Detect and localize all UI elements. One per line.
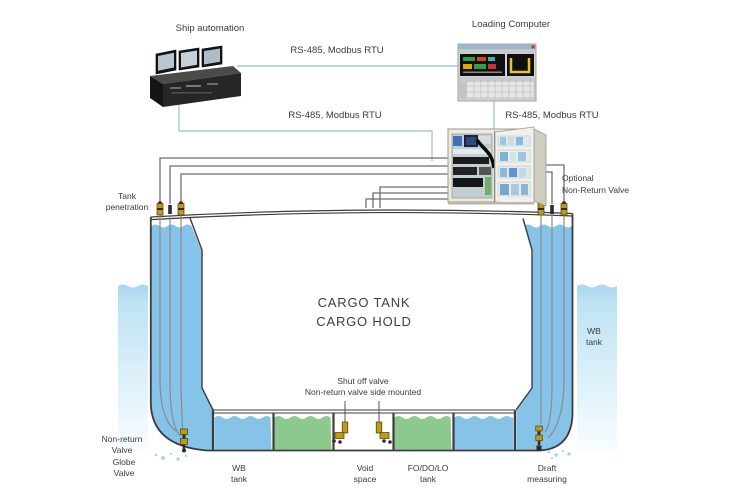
sea-water [118, 284, 617, 452]
loading-computer-screenshot [457, 43, 537, 102]
rs485-connection-lines [178, 65, 495, 161]
bubbles [547, 449, 571, 460]
shut-off-elbow-valves [332, 401, 392, 444]
draft-measuring-label: Draft measuring [527, 463, 567, 484]
globe-non-return-valve-stack [154, 428, 188, 461]
double-bottom-tanks [214, 416, 514, 450]
optional-non-return-valve-label: Optional Non-Return Valve [562, 173, 629, 195]
non-return-valve-label: Non-return Valve [101, 434, 143, 455]
cargo-tank-label: CARGO TANK CARGO HOLD [264, 293, 464, 331]
deck-valve-icon [560, 201, 568, 216]
ship-hull [149, 209, 574, 452]
bubbles [154, 452, 188, 461]
side-ballast-tanks [151, 221, 572, 451]
rs485-label-middle: RS-485, Modbus RTU [288, 110, 382, 121]
deck-valve-icon [177, 201, 185, 216]
wb-tank-bottom-left [214, 416, 272, 450]
ship-automation-label: Ship automation [175, 23, 245, 34]
cargo-hold-line: CARGO HOLD [316, 314, 412, 329]
wb-tank-bottom-label: WB tank [230, 463, 248, 484]
fo-do-lo-tank-left [274, 416, 332, 450]
rs485-label-right: RS-485, Modbus RTU [505, 110, 599, 121]
tank-outline-icon [509, 58, 531, 74]
shut-off-valve-label: Shut off valve Non-return valve side mou… [304, 376, 422, 397]
console-screen-icon [178, 47, 200, 71]
tank-penetration-valves [156, 201, 568, 216]
elbow-valve-icon [332, 421, 349, 444]
console-screen-icon [155, 49, 177, 75]
deck-sensor-icon [550, 205, 554, 214]
void-space-label: Void space [353, 463, 377, 484]
ship-automation-console [150, 45, 241, 107]
console-screen-icon [201, 45, 223, 68]
deck-valve-icon [156, 201, 164, 216]
cabinet-door-open [494, 126, 535, 205]
fo-do-lo-tank-right [394, 416, 452, 450]
globe-valve-label: Globe Valve [112, 457, 136, 478]
deck-sensor-icon [168, 205, 172, 214]
wb-tank-bottom-right [454, 416, 514, 450]
cable-conduit [475, 138, 496, 169]
elbow-valve-icon [375, 421, 392, 444]
tank-penetration-label: Tank penetration [105, 191, 149, 212]
tank-monitoring-cabinet [447, 126, 547, 207]
close-icon [531, 45, 535, 49]
cargo-tank-line: CARGO TANK [317, 295, 411, 310]
wb-tank-side-label: WB tank [585, 326, 603, 347]
draft-measuring-sensor [535, 425, 571, 460]
fo-do-lo-tank-label: FO/DO/LO tank [407, 463, 449, 484]
loading-computer-label: Loading Computer [471, 19, 551, 30]
rs485-label-top: RS-485, Modbus RTU [290, 45, 384, 56]
